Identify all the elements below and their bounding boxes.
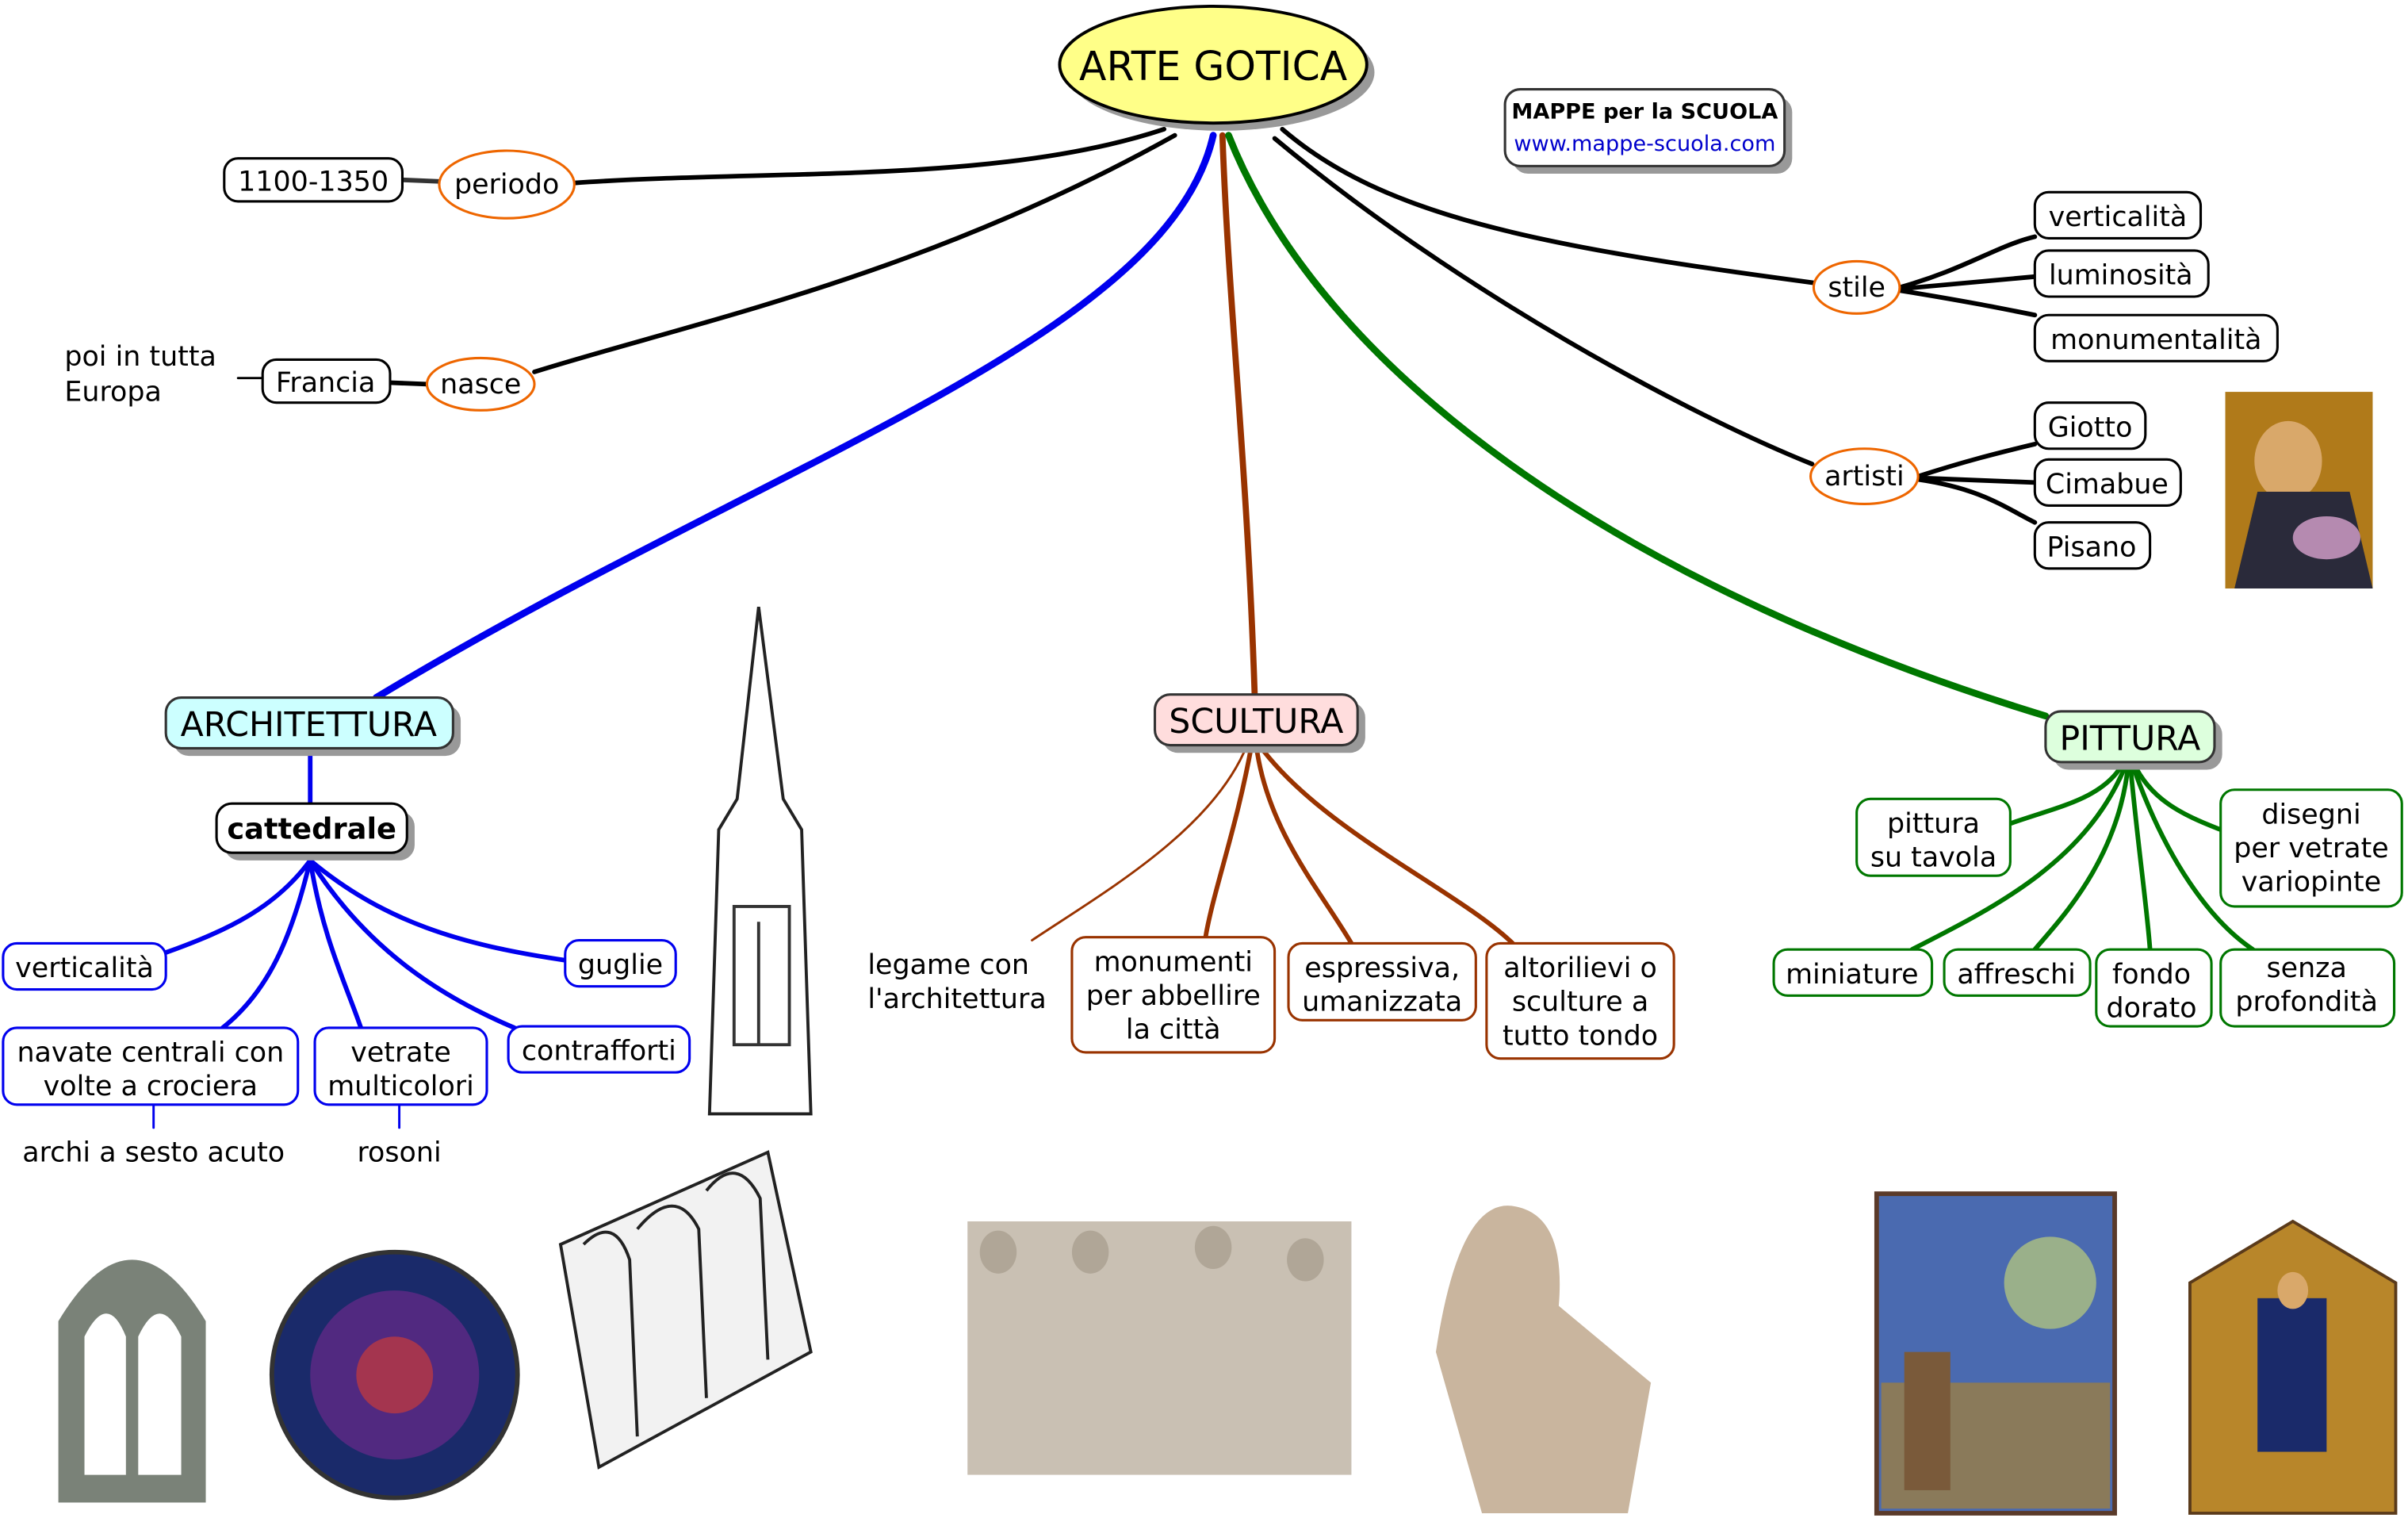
- statues-image: [967, 1221, 1352, 1475]
- arch-item: navate centrali con: [17, 1037, 284, 1069]
- madonna-statue-image: [1435, 1206, 1652, 1513]
- pitt-item: dorato: [2106, 992, 2196, 1024]
- artisti-node[interactable]: artisti Giotto Cimabue Pisano: [1809, 401, 2182, 570]
- arch-item: guglie: [578, 949, 663, 981]
- pitt-item: pittura: [1887, 808, 1980, 840]
- spire-drawing-image: [707, 607, 813, 1116]
- arch-item: multicolori: [327, 1071, 474, 1102]
- scultura-label: SCULTURA: [1169, 702, 1343, 742]
- scult-item: tutto tondo: [1503, 1020, 1658, 1052]
- pittura-label: PITTURA: [2060, 719, 2201, 758]
- arch-item: verticalità: [15, 953, 154, 984]
- artist-item: Pisano: [2047, 531, 2137, 563]
- pitt-item: disegni: [2261, 799, 2360, 830]
- gothic-window-image: [58, 1259, 206, 1503]
- pitt-item: miniature: [1786, 959, 1919, 991]
- scultura-note: l'architettura: [867, 983, 1046, 1015]
- giotto-fresco-image: [1874, 1191, 2117, 1516]
- scult-item: altorilievi o: [1503, 953, 1657, 984]
- arch-item: volte a crociera: [44, 1071, 258, 1102]
- rose-window-image: [269, 1249, 520, 1501]
- brand-box[interactable]: MAPPE per la SCUOLA www.mappe-scuola.com: [1503, 87, 1793, 174]
- pitt-item: variopinte: [2241, 867, 2381, 899]
- cattedrale-label: cattedrale: [227, 812, 396, 846]
- artist-item: Giotto: [2048, 412, 2133, 443]
- pitt-item: affreschi: [1957, 959, 2075, 991]
- arch-note: rosoni: [357, 1137, 441, 1168]
- scult-item: espressiva,: [1304, 953, 1460, 984]
- pitt-item: per vetrate: [2234, 833, 2389, 864]
- nasce-note-1: poi in tutta: [64, 341, 216, 373]
- scult-item: per abbellire: [1086, 980, 1261, 1012]
- periodo-value: 1100-1350: [238, 166, 389, 197]
- scult-item: la città: [1126, 1014, 1221, 1046]
- connectors: [152, 126, 2256, 1129]
- nasce-note-2: Europa: [64, 377, 162, 408]
- stile-item: monumentalità: [2050, 324, 2261, 356]
- scultura-note: legame con: [867, 949, 1029, 981]
- stile-label: stile: [1828, 272, 1885, 304]
- scult-item: monumenti: [1094, 946, 1253, 978]
- arch-note: archi a sesto acuto: [22, 1137, 285, 1168]
- scult-item: sculture a: [1512, 987, 1648, 1018]
- architettura-label: ARCHITETTURA: [181, 705, 437, 745]
- title-node[interactable]: ARTE GOTICA: [1058, 5, 1375, 131]
- arch-item: vetrate: [350, 1037, 451, 1069]
- periodo-label: periodo: [454, 169, 559, 201]
- buttress-drawing-image: [558, 1150, 813, 1470]
- pitt-item: senza: [2266, 953, 2346, 984]
- stile-node[interactable]: stile verticalità luminosità monumentali…: [1812, 190, 2279, 362]
- nasce-value: Francia: [276, 367, 376, 399]
- pitt-item: fondo: [2112, 959, 2191, 991]
- pittura-branch[interactable]: PITTURA pittura su tavola disegni per ve…: [1772, 710, 2403, 1028]
- artist-item: Cimabue: [2046, 469, 2169, 500]
- periodo-node[interactable]: 1100-1350 periodo: [223, 149, 576, 220]
- title-text: ARTE GOTICA: [1079, 43, 1348, 90]
- brand-url[interactable]: www.mappe-scuola.com: [1514, 132, 1775, 156]
- arch-item: contrafforti: [522, 1036, 676, 1068]
- nasce-node[interactable]: poi in tutta Europa Francia nasce: [64, 341, 536, 412]
- madonna-painting-image: [2225, 392, 2373, 589]
- pitt-item: profondità: [2235, 987, 2378, 1018]
- architettura-branch[interactable]: ARCHITETTURA cattedrale verticalità gugl…: [2, 696, 691, 1169]
- pitt-item: su tavola: [1870, 842, 1996, 874]
- cimabue-maesta-image: [2188, 1219, 2398, 1515]
- artisti-label: artisti: [1824, 461, 1905, 493]
- stile-item: verticalità: [2049, 201, 2188, 233]
- stile-item: luminosità: [2049, 260, 2193, 292]
- brand-name: MAPPE per la SCUOLA: [1511, 99, 1778, 124]
- scult-item: umanizzata: [1302, 987, 1462, 1018]
- scultura-branch[interactable]: SCULTURA legame con l'architettura monum…: [867, 693, 1675, 1060]
- nasce-label: nasce: [440, 369, 521, 401]
